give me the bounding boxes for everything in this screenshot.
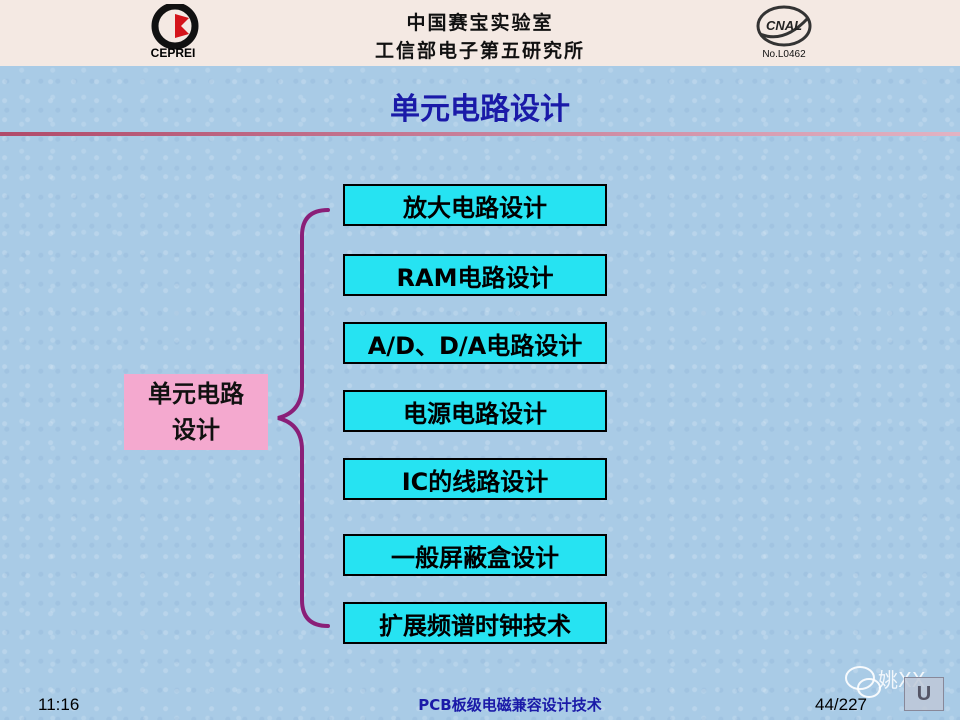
item-ram-circuit-design: RAM电路设计 [343, 254, 607, 296]
item-power-circuit-design: 电源电路设计 [343, 390, 607, 432]
root-node: 单元电路 设计 [124, 374, 268, 450]
header-band: CEPREI 中国赛宝实验室 工信部电子第五研究所 CNAL No.L0462 [0, 0, 960, 66]
item-ad-da-circuit-design: A/D、D/A电路设计 [343, 322, 607, 364]
ceprei-logo-text: CEPREI [150, 46, 196, 60]
title-divider [0, 132, 960, 136]
footer-title: PCB板级电磁兼容设计技术 [418, 696, 602, 714]
header-line-1: 中国赛宝实验室 [406, 12, 554, 34]
ceprei-logo-icon [151, 4, 199, 50]
item-shield-box-design: 一般屏蔽盒设计 [343, 534, 607, 576]
wechat-watermark-icon [845, 666, 881, 698]
cnal-logo-mark: CNAL [766, 18, 802, 33]
item-ic-circuit-design: IC的线路设计 [343, 458, 607, 500]
cnal-logo-icon: CNAL [756, 5, 812, 47]
footer-page-number: 44/227 [815, 695, 867, 714]
cnal-number: No.L0462 [762, 49, 806, 60]
header-line-2: 工信部电子第五研究所 [374, 40, 585, 62]
slide-title: 单元电路设计 [390, 92, 570, 127]
slide-nav-button[interactable]: U [904, 677, 944, 711]
footer-time: 11:16 [38, 695, 80, 714]
curly-brace-icon [277, 208, 330, 628]
root-node-line-2: 设计 [172, 416, 220, 444]
root-node-line-1: 单元电路 [148, 380, 244, 408]
item-amplifier-circuit-design: 放大电路设计 [343, 184, 607, 226]
item-spread-spectrum-clock: 扩展频谱时钟技术 [343, 602, 607, 644]
